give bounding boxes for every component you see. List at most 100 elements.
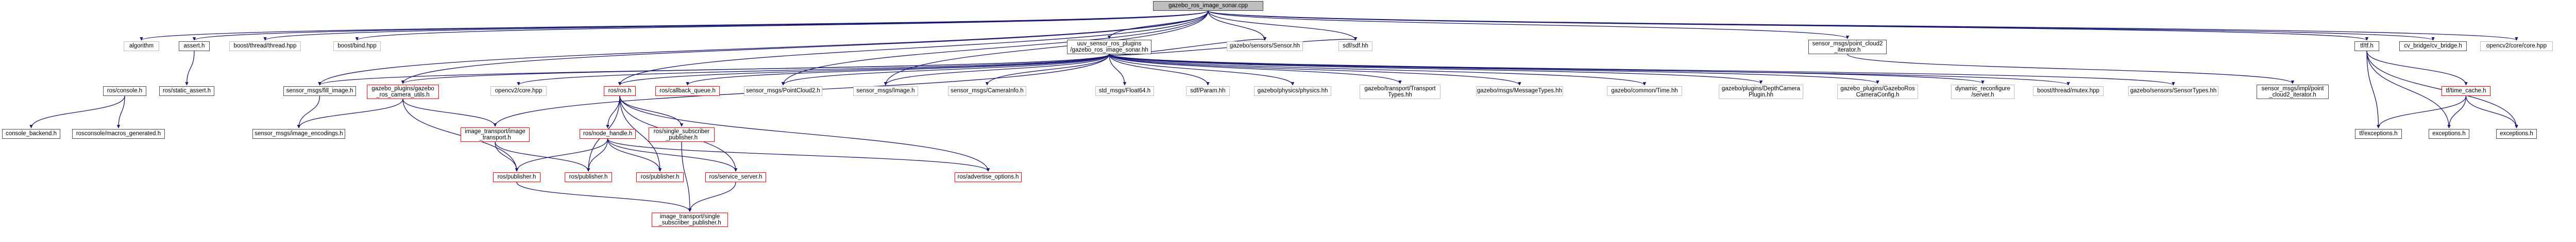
graph-node-sensor-msgs-point-cloud2-iterator-h[interactable]: sensor_msgs/point_cloud2 _iterator.h [1808, 40, 1887, 54]
graph-edge [495, 141, 519, 172]
graph-edge [517, 54, 1110, 86]
graph-edge [185, 51, 195, 86]
graph-edge [193, 10, 1209, 41]
graph-edge [1109, 54, 1295, 86]
graph-edge [2366, 51, 2380, 128]
graph-node-sdf-sdf-hh[interactable]: sdf/sdf.hh [1338, 41, 1372, 51]
graph-edge [2366, 51, 2468, 86]
graph-node-algorithm[interactable]: algorithm [124, 41, 159, 51]
graph-node-gazebo-ros-image-sonar-cpp[interactable]: gazebo_ros_image_sonar.cpp [1153, 1, 1263, 11]
graph-node-sensor-msgs-impl-point-cloud2-iterator-h[interactable]: sensor_msgs/impl/point _cloud2_iterator.… [2257, 85, 2329, 99]
graph-node-ros-console-h[interactable]: ros/console.h [103, 86, 146, 96]
graph-edge [140, 10, 1209, 41]
graph-edge [297, 99, 403, 128]
graph-node-gazebo-plugins-gazeboros-cameraconfig-h[interactable]: gazebo_plugins/GazeboRos CameraConfig.h [1837, 85, 1918, 99]
graph-node-gazebo-physics-physics-hh[interactable]: gazebo/physics/physics.hh [1254, 86, 1331, 96]
graph-edge [1109, 54, 1985, 84]
graph-edge [402, 99, 497, 127]
graph-node-boost-thread-mutex-hpp[interactable]: boost/thread/mutex.hpp [2033, 86, 2104, 96]
graph-edge [884, 10, 1209, 86]
graph-edge [1109, 54, 1210, 86]
graph-edge [884, 54, 1110, 86]
graph-edge [607, 138, 990, 172]
graph-node-opencv2-core-core-hpp[interactable]: opencv2/core/core.hpp [2480, 41, 2553, 51]
graph-node-sensor-msgs-pointcloud2-h[interactable]: sensor_msgs/PointCloud2.h [744, 86, 822, 96]
graph-edge [1107, 10, 1209, 39]
graph-node-gazebo-sensors-sensor-hh[interactable]: gazebo/sensors/Sensor.hh [1227, 41, 1303, 51]
graph-edge [1109, 54, 1127, 86]
graph-node-sensor-msgs-image-encodings-h[interactable]: sensor_msgs/image_encodings.h [252, 129, 345, 139]
graph-edge [1208, 10, 1267, 41]
graph-node-uuv-sensor-ros-plugins-gazebo-ros-image-sonar-hh[interactable]: uuv_sensor_ros_plugins /gazebo_ros_image… [1067, 40, 1151, 54]
graph-node-image-transport-single-subscriber-publisher-h[interactable]: image_transport/single _subscriber_publi… [652, 213, 728, 227]
graph-edge [1109, 54, 1402, 84]
graph-edge [1109, 54, 2175, 86]
graph-node-gazebo-sensors-sensortypes-hh[interactable]: gazebo/sensors/SensorTypes.hh [2128, 86, 2218, 96]
graph-edge [2366, 51, 2451, 128]
graph-edge [1109, 54, 1763, 84]
graph-edge [606, 95, 620, 128]
graph-edge [263, 10, 1209, 41]
graph-node-gazebo-plugins-gazebo-ros-camera-utils-h[interactable]: gazebo_plugins/gazebo _ros_camera_utils.… [367, 85, 439, 99]
graph-edge [607, 138, 738, 172]
graph-node-dynamic-reconfigure-server-h[interactable]: dynamic_reconfigure /server.h [1951, 85, 2014, 99]
graph-node-std-msgs-float64-h[interactable]: std_msgs/Float64.h [1095, 86, 1154, 96]
graph-node-assert-h[interactable]: assert.h [179, 41, 210, 51]
graph-node-gazebo-plugins-depthcamera-plugin-hh[interactable]: gazebo/plugins/DepthCamera Plugin.hh [1719, 85, 1803, 99]
graph-node-ros-advertise-options-h[interactable]: ros/advertise_options.h [955, 172, 1022, 182]
graph-edge [1208, 10, 2435, 41]
graph-edge [401, 54, 1110, 84]
graph-node-opencv2-core-hpp[interactable]: opencv2/core.hpp [490, 86, 547, 96]
graph-node-ros-single-subscriber-publisher-h[interactable]: ros/single_subscriber _publisher.h [649, 127, 715, 142]
graph-edge [2377, 95, 2467, 128]
graph-edge [1208, 10, 1358, 41]
graph-node-gazebo-transport-transport-types-hh[interactable]: gazebo/transport/Transport Types.hh [1360, 85, 1440, 99]
graph-node-ros-publisher-h[interactable]: ros/publisher.h [636, 172, 684, 182]
graph-edge [515, 138, 608, 172]
graph-edge [29, 95, 125, 128]
graph-edge [1109, 54, 1647, 86]
graph-node-ros-service-server-h[interactable]: ros/service_server.h [705, 172, 766, 182]
graph-node-gazebo-common-time-hh[interactable]: gazebo/common/Time.hh [1607, 86, 1682, 96]
graph-edge [495, 141, 590, 172]
graph-node-sensor-msgs-camerainfo-h[interactable]: sensor_msgs/CameraInfo.h [948, 86, 1026, 96]
graph-node-image-transport-image-transport-h[interactable]: image_transport/image _transport.h [461, 127, 530, 142]
graph-node-ros-publisher-h[interactable]: ros/publisher.h [493, 172, 540, 182]
graph-edge [1109, 54, 2070, 86]
graph-node-ros-static-assert-h[interactable]: ros/static_assert.h [159, 86, 214, 96]
graph-edge [318, 54, 1110, 86]
graph-edge [618, 54, 1110, 86]
graph-node-exceptions-h[interactable]: exceptions.h [2496, 129, 2537, 139]
graph-node-console-backend-h[interactable]: console_backend.h [2, 129, 60, 139]
graph-edge [516, 182, 692, 212]
graph-edge [985, 54, 1110, 86]
graph-node-cv-bridge-cv-bridge-h[interactable]: cv_bridge/cv_bridge.h [2399, 41, 2467, 51]
graph-node-sensor-msgs-fill-image-h[interactable]: sensor_msgs/fill_image.h [283, 86, 356, 96]
graph-edge [1208, 10, 1850, 39]
graph-edge [297, 95, 320, 128]
graph-node-ros-node-handle-h[interactable]: ros/node_handle.h [580, 129, 636, 139]
graph-node-sdf-param-hh[interactable]: sdf/Param.hh [1186, 86, 1230, 96]
graph-edge [607, 138, 662, 172]
graph-edge [1208, 10, 2518, 41]
graph-node-sensor-msgs-image-h[interactable]: sensor_msgs/Image.h [853, 86, 918, 96]
graph-node-tf-exceptions-h[interactable]: tf/exceptions.h [2355, 129, 2402, 139]
graph-edge [116, 95, 125, 128]
graph-edge [1109, 54, 1879, 84]
graph-edge [1847, 54, 2295, 84]
graph-node-boost-thread-thread-hpp[interactable]: boost/thread/thread.hpp [229, 41, 301, 51]
graph-edge [355, 10, 1209, 41]
graph-edge [688, 182, 736, 212]
graph-edge [586, 138, 608, 172]
graph-node-exceptions-h[interactable]: exceptions.h [2429, 129, 2469, 139]
graph-node-tf-time-cache-h[interactable]: tf/time_cache.h [2442, 86, 2490, 96]
graph-node-gazebo-msgs-messagetypes-hh[interactable]: gazebo/msgs/MessageTypes.hh [1476, 86, 1563, 96]
graph-node-boost-bind-hpp[interactable]: boost/bind.hpp [333, 41, 381, 51]
graph-node-ros-publisher-h[interactable]: ros/publisher.h [565, 172, 612, 182]
graph-edge [619, 95, 684, 127]
graph-node-ros-ros-h[interactable]: ros/ros.h [604, 86, 636, 96]
graph-node-ros-callback-queue-h[interactable]: ros/callback_queue.h [655, 86, 720, 96]
graph-node-rosconsole-macros-generated-h[interactable]: rosconsole/macros_generated.h [72, 129, 165, 139]
graph-edge [1208, 10, 2368, 41]
graph-node-tf-tf-h[interactable]: tf/tf.h [2354, 41, 2379, 51]
